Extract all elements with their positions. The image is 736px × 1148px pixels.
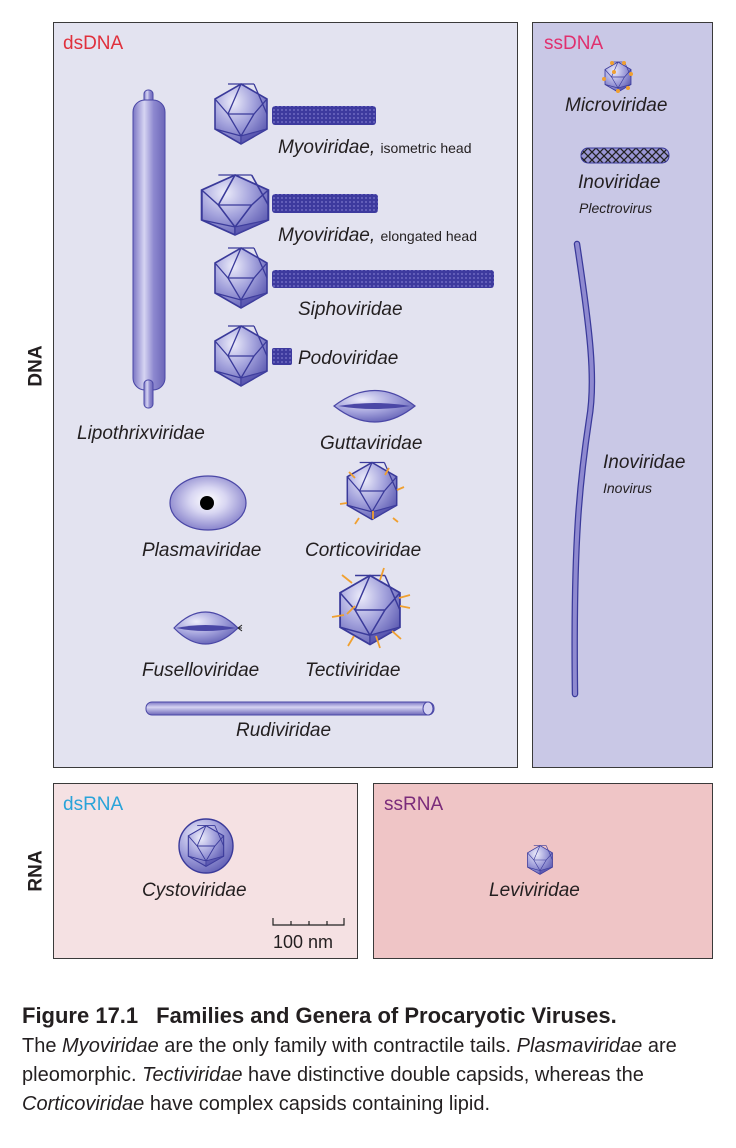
- figure-title: Families and Genera of Procaryotic Virus…: [156, 1003, 617, 1028]
- myoviridae-elongated-label: Myoviridae, elongated head: [278, 225, 477, 246]
- plasmaviridae-icon: [169, 475, 247, 531]
- caption-text: The: [22, 1035, 63, 1057]
- corticoviridae-icon: [339, 461, 405, 525]
- cystoviridae-label: Cystoviridae: [142, 880, 247, 901]
- plectrovirus-icon: [580, 147, 670, 164]
- caption-taxon: Tectiviridae: [142, 1064, 243, 1086]
- cystoviridae-icon: [178, 818, 234, 874]
- caption-taxon: Plasmaviridae: [516, 1035, 643, 1057]
- corticoviridae-label: Corticoviridae: [305, 540, 422, 561]
- siphoviridae-icon: [214, 247, 494, 309]
- dsdna-panel: [53, 22, 518, 768]
- caption-text: have distinctive double capsids, whereas…: [242, 1064, 644, 1086]
- podoviridae-label: Podoviridae: [298, 348, 399, 369]
- lipothrixviridae-label: Lipothrixviridae: [77, 423, 205, 444]
- podoviridae-icon: [214, 325, 292, 387]
- ssrna-title: ssRNA: [384, 794, 444, 815]
- guttaviridae-label: Guttaviridae: [320, 433, 423, 454]
- inovirus-icon: [571, 240, 596, 698]
- plectrovirus-genus-label: Plectrovirus: [579, 200, 653, 216]
- ssdna-panel: [532, 22, 713, 768]
- figure-number: Figure 17.1: [22, 1003, 139, 1028]
- tectiviridae-label: Tectiviridae: [305, 660, 401, 681]
- inoviridae-inovirus-label: Inoviridae: [603, 452, 686, 473]
- lipothrixviridae-icon: [132, 89, 166, 409]
- tectiviridae-icon: [331, 567, 411, 649]
- inovirus-genus-label: Inovirus: [603, 480, 653, 496]
- caption-taxon: Corticoviridae: [22, 1093, 145, 1115]
- caption-text: are the only family with contractile tai…: [158, 1035, 517, 1057]
- scale-bar-label: 100 nm: [273, 932, 334, 952]
- caption-taxon: Myoviridae: [62, 1035, 159, 1057]
- fuselloviridae-icon: [173, 611, 243, 645]
- siphoviridae-label: Siphoviridae: [298, 299, 403, 320]
- myoviridae-isometric-icon: [214, 83, 376, 145]
- caption-body: The Myoviridae are the only family with …: [22, 1032, 722, 1119]
- caption-text: have complex capsids containing lipid.: [144, 1093, 491, 1115]
- microviridae-label: Microviridae: [565, 95, 668, 116]
- fuselloviridae-label: Fuselloviridae: [142, 660, 260, 681]
- caption-text: are pleomorphic.: [22, 1035, 677, 1086]
- inoviridae-plectrovirus-label: Inoviridae: [578, 172, 661, 193]
- myoviridae-elongated-icon: [200, 173, 378, 237]
- dna-side-label: DNA: [25, 345, 47, 387]
- dsrna-title: dsRNA: [63, 794, 124, 815]
- dsdna-title: dsDNA: [63, 33, 124, 54]
- virus-artwork: [132, 61, 670, 926]
- myoviridae-isometric-label: Myoviridae, isometric head: [278, 137, 472, 158]
- rudiviridae-icon: [145, 701, 435, 716]
- rna-side-label: RNA: [25, 850, 47, 892]
- rudiviridae-label: Rudiviridae: [236, 720, 332, 741]
- figure-caption: Figure 17.1 Families and Genera of Procar…: [22, 1000, 722, 1119]
- leviviridae-label: Leviviridae: [489, 880, 580, 901]
- scale-bar: [272, 918, 345, 926]
- microviridae-icon: [602, 61, 633, 93]
- ssdna-title: ssDNA: [544, 33, 604, 54]
- leviviridae-icon: [527, 845, 553, 875]
- plasmaviridae-label: Plasmaviridae: [142, 540, 262, 561]
- guttaviridae-icon: [333, 389, 416, 423]
- caption-title: Figure 17.1 Families and Genera of Procar…: [22, 1000, 722, 1032]
